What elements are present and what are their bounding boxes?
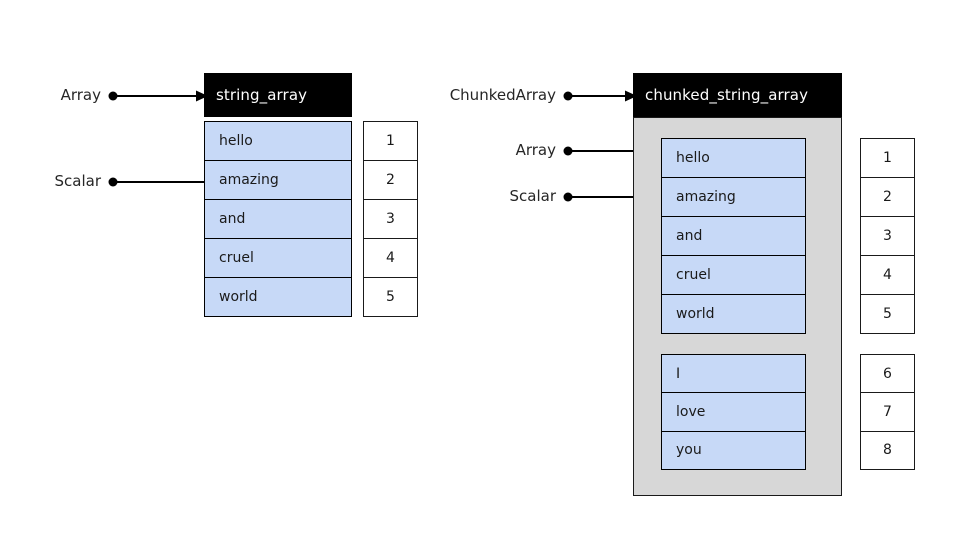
right-annotation-label-array: Array [515, 141, 556, 159]
left-array-header: string_array [204, 73, 352, 117]
left-array-header-label: string_array [216, 86, 308, 104]
cell: and [205, 200, 351, 239]
right-connector-chunkedarray [563, 90, 637, 102]
left-annotation-label-array: Array [60, 86, 101, 104]
cell: cruel [205, 239, 351, 278]
index-cell: 5 [364, 278, 417, 316]
index-cell: 3 [861, 217, 914, 256]
index-cell: 8 [861, 431, 914, 469]
index-cell: 2 [861, 178, 914, 217]
chunk-1-cell-stack: I love you [661, 354, 806, 470]
chunk-0-cell-stack: hello amazing and cruel world [661, 138, 806, 334]
index-cell: 5 [861, 295, 914, 333]
index-cell: 1 [861, 139, 914, 178]
cell: and [662, 217, 805, 256]
right-annotation-label-chunkedarray: ChunkedArray [449, 86, 556, 104]
left-array-cell-stack: hello amazing and cruel world [204, 121, 352, 317]
index-cell: 7 [861, 393, 914, 432]
cell: cruel [662, 256, 805, 295]
cell: world [205, 278, 351, 316]
cell: amazing [205, 161, 351, 200]
index-cell: 6 [861, 355, 914, 394]
chunk-1-index-stack: 6 7 8 [860, 354, 915, 470]
chunk-0-index-stack: 1 2 3 4 5 [860, 138, 915, 334]
cell: world [662, 295, 805, 333]
right-annotation-label-scalar: Scalar [509, 187, 557, 205]
index-cell: 4 [364, 239, 417, 278]
index-cell: 4 [861, 256, 914, 295]
cell: you [662, 431, 805, 469]
cell: hello [205, 122, 351, 161]
right-chunkedarray-header-label: chunked_string_array [645, 86, 809, 104]
cell: amazing [662, 178, 805, 217]
index-cell: 3 [364, 200, 417, 239]
left-connector-array [108, 90, 208, 102]
cell: I [662, 355, 805, 394]
left-annotation-label-scalar: Scalar [54, 172, 102, 190]
cell: hello [662, 139, 805, 178]
index-cell: 1 [364, 122, 417, 161]
left-array-index-stack: 1 2 3 4 5 [363, 121, 418, 317]
index-cell: 2 [364, 161, 417, 200]
cell: love [662, 393, 805, 432]
right-chunkedarray-header: chunked_string_array [633, 73, 842, 117]
